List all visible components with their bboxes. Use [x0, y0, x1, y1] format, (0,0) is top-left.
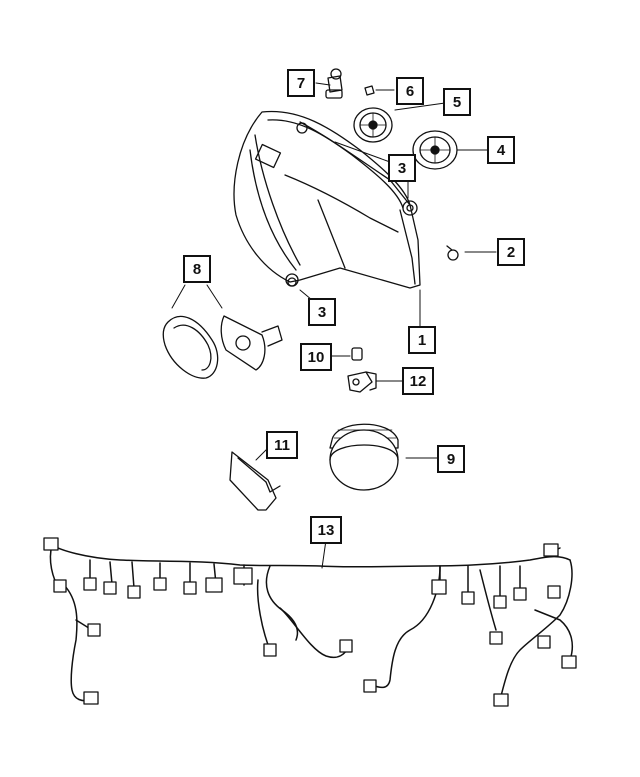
- callout-9: 9: [437, 445, 465, 473]
- callout-4: 4: [487, 136, 515, 164]
- screw-part-2: [446, 245, 459, 261]
- bulb-part-10: [351, 347, 363, 361]
- reflector-part-11: [229, 451, 281, 511]
- callout-11: 11: [266, 431, 298, 459]
- nut-part-3: [287, 277, 297, 287]
- side-marker-part-8: [162, 315, 283, 379]
- callout-12: 12: [402, 367, 434, 395]
- fog-lamp-part-9: [329, 423, 399, 491]
- callout-13: 13: [310, 516, 342, 544]
- socket-part-12: [347, 371, 377, 393]
- callout-8: 8: [183, 255, 211, 283]
- callout-3-lower: 3: [308, 298, 336, 326]
- callout-6: 6: [396, 77, 424, 105]
- clip-part-6: [364, 85, 375, 96]
- callout-5: 5: [443, 88, 471, 116]
- headlamp-assembly: [233, 110, 421, 289]
- callout-3-upper: 3: [388, 154, 416, 182]
- callout-1: 1: [408, 326, 436, 354]
- cap-part-4: [412, 130, 458, 170]
- bulb-part-7: [325, 68, 343, 99]
- harness-connectors: [43, 537, 577, 707]
- callout-7: 7: [287, 69, 315, 97]
- callout-10: 10: [300, 343, 332, 371]
- callout-2: 2: [497, 238, 525, 266]
- cap-part-5: [353, 107, 393, 143]
- wiring-harness-part-13: [49, 544, 573, 702]
